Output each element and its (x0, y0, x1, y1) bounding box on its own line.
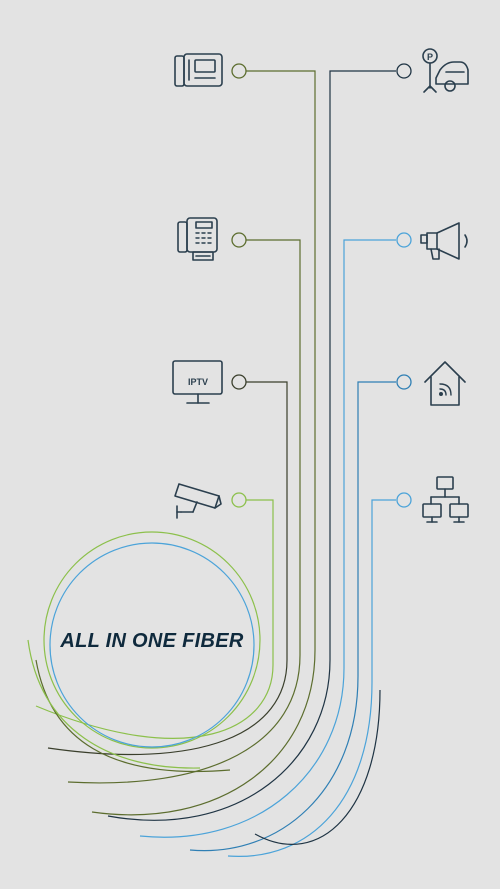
fiber-line-bundle-3 (27, 639, 201, 769)
fiber-line-fax (67, 239, 301, 784)
inner-blue-circle (49, 542, 255, 748)
node-iptv (231, 374, 247, 390)
fiber-line-desk-phone (91, 70, 316, 816)
node-smart-home (396, 374, 412, 390)
network-computers-icon (422, 476, 469, 523)
node-camera (231, 492, 247, 508)
fiber-line-megaphone (139, 239, 396, 838)
fiber-line-smart-home (189, 381, 396, 852)
smart-home-wifi-icon (424, 361, 466, 406)
fiber-line-network (227, 499, 396, 857)
fax-phone-icon (177, 217, 218, 261)
fiber-lines (27, 70, 396, 857)
fiber-line-bundle-1 (254, 689, 381, 845)
node-megaphone (396, 232, 412, 248)
desk-phone-icon (174, 53, 223, 87)
node-network (396, 492, 412, 508)
fiber-title: ALL IN ONE FIBER (59, 630, 244, 652)
node-parking (396, 63, 412, 79)
fiber-line-bundle-2 (35, 659, 231, 773)
fiber-line-camera (35, 499, 274, 739)
iptv-monitor-icon (172, 360, 223, 404)
security-camera-icon (174, 483, 222, 519)
node-desk-phone (231, 63, 247, 79)
fiber-line-parking (107, 70, 396, 821)
megaphone-icon (420, 222, 468, 260)
fiber-line-iptv (47, 381, 288, 756)
connector-nodes (231, 63, 412, 508)
parking-car-icon: P (422, 48, 469, 93)
node-fax (231, 232, 247, 248)
svg-text:P: P (427, 52, 433, 62)
iptv-label: IPTV (188, 377, 208, 387)
outer-green-circle (43, 531, 261, 749)
